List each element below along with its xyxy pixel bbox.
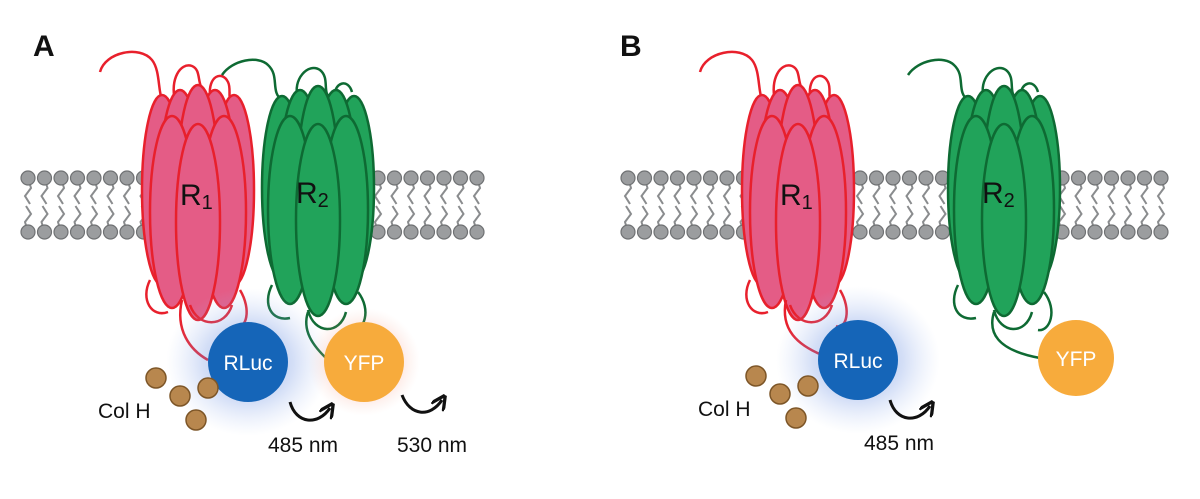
receptor-r2-a-label: R2 <box>296 177 329 212</box>
col-h-label-b: Col H <box>698 398 751 421</box>
receptor-r2-b: R2 <box>906 58 1062 360</box>
emission-530-label-a: 530 nm <box>397 434 467 457</box>
membrane-a-left <box>20 170 152 240</box>
rluc-donor-a <box>208 322 288 402</box>
yfp-label-b: YFP <box>1056 348 1097 371</box>
membrane-b-left <box>620 170 752 240</box>
panel-letter-a: A <box>33 30 55 63</box>
donor-emission-arrow-a <box>288 402 330 422</box>
rluc-label-a: RLuc <box>223 352 272 375</box>
acceptor-emission-arrow-a <box>400 395 442 414</box>
membrane-b-right <box>1054 170 1169 240</box>
col-h-label-a: Col H <box>98 400 151 423</box>
receptor-r1-b-label: R1 <box>780 179 813 214</box>
membrane-a-right <box>370 170 485 240</box>
panel-b: B R1 <box>620 30 1169 455</box>
col-h-substrate-b <box>745 365 819 429</box>
rluc-donor-b <box>818 320 898 400</box>
receptor-r1-b: R1 <box>698 50 856 357</box>
panel-letter-b: B <box>620 30 642 63</box>
rluc-label-b: RLuc <box>833 350 882 373</box>
membrane-b-middle <box>852 170 951 240</box>
yfp-label-a: YFP <box>344 352 385 375</box>
emission-485-label-a: 485 nm <box>268 434 338 457</box>
donor-emission-arrow-b <box>888 400 930 420</box>
receptor-r2-b-label: R2 <box>982 177 1015 212</box>
yfp-acceptor-b <box>1038 320 1114 396</box>
panel-a: A R1 <box>20 30 485 457</box>
emission-485-label-b: 485 nm <box>864 432 934 455</box>
col-h-substrate-a <box>145 367 219 431</box>
receptor-r1-a-label: R1 <box>180 179 213 214</box>
yfp-acceptor-a <box>324 322 404 402</box>
